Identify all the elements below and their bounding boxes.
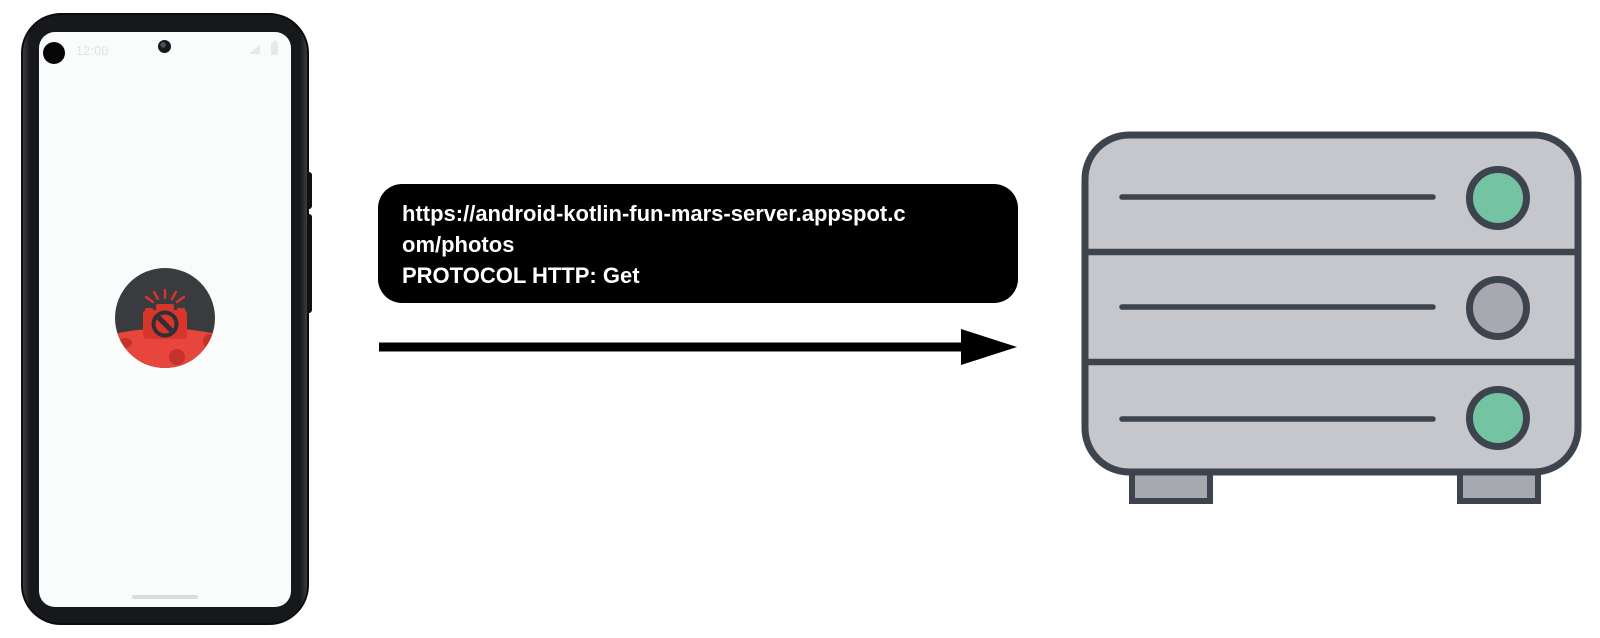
home-indicator <box>132 595 198 599</box>
request-url-line-1: https://android-kotlin-fun-mars-server.a… <box>402 201 906 226</box>
server-led <box>1466 166 1530 230</box>
front-camera-icon <box>158 40 171 53</box>
status-dot-icon <box>43 42 65 64</box>
phone-device: 12:00 <box>21 13 312 625</box>
server-led <box>1466 386 1530 450</box>
request-url-line-2: om/photos <box>402 232 515 257</box>
camera-lens-glare <box>156 315 174 333</box>
camera-flash-rays <box>144 288 186 304</box>
request-bubble: https://android-kotlin-fun-mars-server.a… <box>378 184 1018 303</box>
server-icon <box>1081 131 1582 504</box>
mars-photos-app-icon <box>115 268 215 368</box>
status-bar-time: 12:00 <box>76 44 109 58</box>
request-protocol-line: PROTOCOL HTTP: Get <box>402 263 640 288</box>
phone-screen: 12:00 <box>39 32 291 607</box>
power-button <box>307 172 312 209</box>
server-led <box>1466 276 1530 340</box>
server-body <box>1081 131 1582 476</box>
battery-icon <box>271 41 278 55</box>
request-arrow-icon <box>379 329 1017 365</box>
signal-icon <box>249 45 260 54</box>
volume-button <box>307 214 312 313</box>
